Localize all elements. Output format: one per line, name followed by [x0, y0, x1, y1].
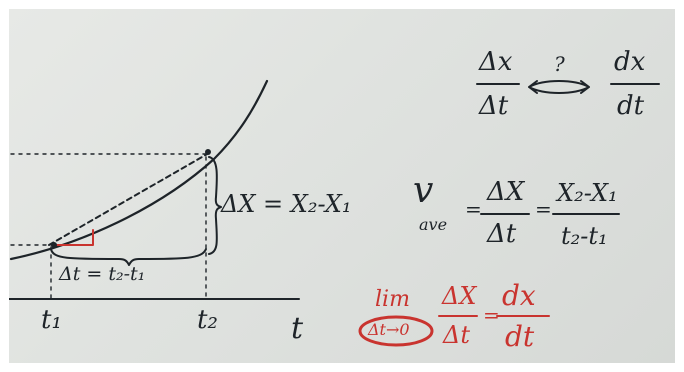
- t1-label: t₁: [41, 305, 62, 335]
- double-arrow: [528, 80, 590, 94]
- velocity-frac1-den: Δt: [487, 219, 517, 249]
- limit-condition: Δt→0: [368, 320, 410, 339]
- drawing-strokes: [9, 79, 660, 347]
- limit-frac2-den: dt: [505, 320, 535, 353]
- velocity-equals-2: =: [535, 197, 552, 221]
- limit-frac2-num: dx: [502, 279, 536, 312]
- velocity-symbol: v: [413, 170, 434, 211]
- question-mark: ?: [554, 52, 565, 76]
- delta-x-label: ΔX = X₂-X₁: [221, 190, 352, 218]
- limit-condition-circle: [358, 315, 434, 347]
- limit-frac1-num: ΔX: [442, 282, 477, 310]
- velocity-frac2-den: t₂-t₁: [561, 222, 608, 250]
- top-frac-num-right: dx: [614, 47, 646, 77]
- point-x1: [51, 242, 57, 248]
- velocity-subscript: ave: [419, 215, 448, 234]
- t2-label: t₂: [197, 305, 218, 335]
- limit-frac1-den: Δt: [443, 321, 470, 349]
- t-axis-label: t: [291, 311, 304, 346]
- delta-x-brace: [208, 156, 222, 255]
- secant-line: [48, 152, 210, 246]
- velocity-frac1-num: ΔX: [487, 177, 525, 207]
- limit-lim: lim: [375, 287, 410, 312]
- top-frac-den-left: Δt: [479, 91, 509, 121]
- whiteboard: Δx Δt ? dx dt ΔX = X₂-X₁ Δt = t₂-t₁ t₁ t…: [9, 9, 675, 363]
- delta-t-brace: [50, 248, 207, 266]
- top-frac-den-right: dt: [617, 91, 645, 121]
- small-triangle: [53, 229, 94, 246]
- limit-equals: =: [483, 303, 500, 327]
- velocity-frac2-num: X₂-X₁: [557, 179, 618, 207]
- point-x2: [205, 149, 211, 155]
- position-curve: [9, 79, 269, 261]
- velocity-equals-1: =: [465, 197, 482, 221]
- delta-t-label: Δt = t₂-t₁: [59, 263, 146, 285]
- top-frac-num-left: Δx: [479, 47, 513, 77]
